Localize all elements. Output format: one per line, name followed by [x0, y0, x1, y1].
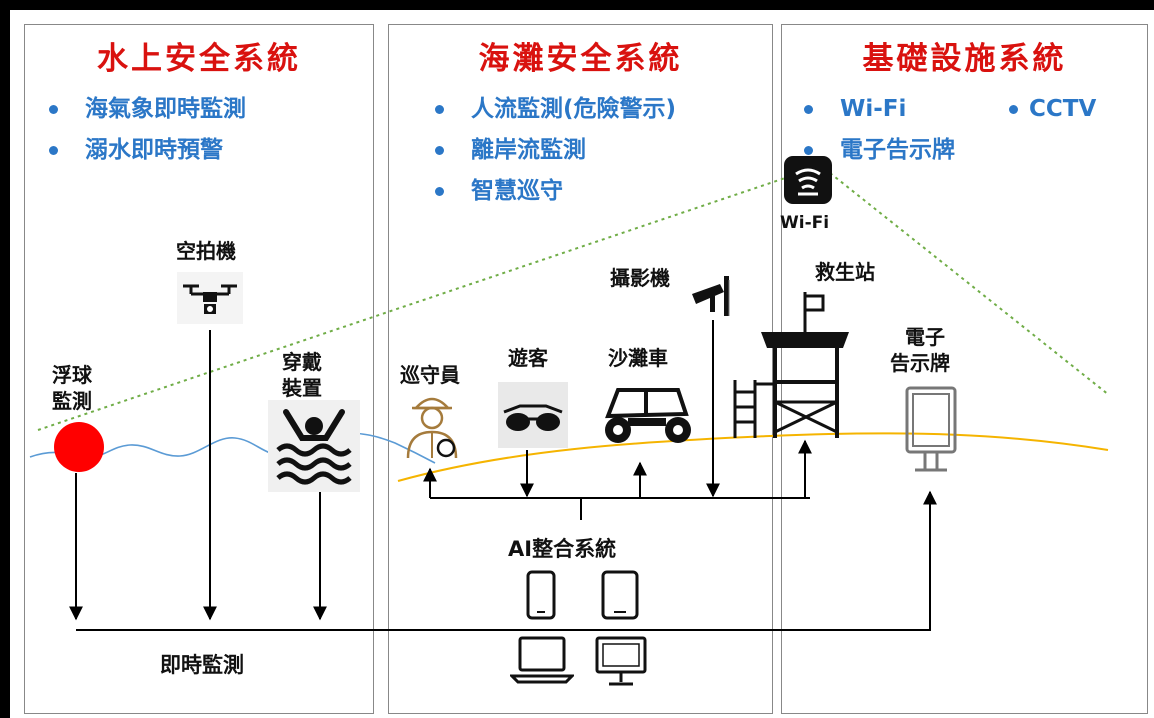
feature-item: CCTV	[1007, 89, 1096, 130]
drone-label: 空拍機	[176, 239, 236, 263]
ai-system-label: AI整合系統	[508, 537, 617, 561]
feature-item: Wi-Fi	[802, 89, 955, 130]
lifeguard-station-label: 救生站	[815, 260, 875, 284]
drone-icon	[177, 272, 243, 324]
buoy-label-line1: 浮球	[52, 363, 92, 387]
digital-signboard-icon	[905, 386, 957, 472]
beach-safety-features: 人流監測(危險警示) 離岸流監測 智慧巡守	[433, 89, 676, 212]
sunglasses-icon	[498, 382, 568, 448]
patrol-label: 巡守員	[400, 363, 460, 387]
wearable-label-line1: 穿戴	[282, 350, 322, 374]
sign-label-line2: 告示牌	[890, 351, 950, 375]
patrol-officer-icon	[406, 397, 458, 459]
sign-label-line1: 電子	[905, 325, 945, 349]
feature-item: 離岸流監測	[433, 130, 676, 171]
beach-safety-title: 海灘安全系統	[478, 41, 683, 77]
infrastructure-panel: 基礎設施系統 Wi-Fi 電子告示牌 CCTV	[781, 24, 1148, 714]
cctv-camera-icon	[692, 276, 730, 316]
water-safety-features: 海氣象即時監測 溺水即時預警	[47, 89, 246, 171]
beach-safety-panel: 海灘安全系統 人流監測(危險警示) 離岸流監測 智慧巡守	[388, 24, 773, 714]
beach-car-label: 沙灘車	[608, 346, 668, 370]
swimmer-icon	[268, 400, 360, 492]
buoy-label-line2: 監測	[52, 389, 92, 413]
water-safety-panel: 水上安全系統 海氣象即時監測 溺水即時預警	[24, 24, 374, 714]
feature-item: 海氣象即時監測	[47, 89, 246, 130]
feature-item: 智慧巡守	[433, 171, 676, 212]
sand-line	[397, 432, 1109, 482]
infrastructure-side-feature: CCTV	[1007, 89, 1096, 130]
feature-item: 電子告示牌	[802, 130, 955, 171]
buoy-icon	[54, 422, 104, 472]
wifi-coverage-line-left	[37, 172, 801, 431]
tablet-icon	[601, 570, 639, 620]
connection-lines	[29, 172, 1110, 631]
infrastructure-title: 基礎設施系統	[862, 41, 1067, 77]
realtime-monitoring-label: 即時監測	[160, 653, 244, 677]
wifi-label: Wi-Fi	[780, 213, 830, 233]
laptop-icon	[510, 636, 574, 684]
feature-item: 溺水即時預警	[47, 130, 246, 171]
wearable-label-line2: 裝置	[282, 376, 322, 400]
smartphone-icon	[526, 570, 556, 620]
feature-item: 人流監測(危險警示)	[433, 89, 676, 130]
camera-label: 攝影機	[610, 266, 670, 290]
wifi-icon	[784, 156, 832, 204]
infrastructure-features: Wi-Fi 電子告示牌	[802, 89, 955, 171]
lifeguard-tower-icon	[733, 292, 849, 438]
beach-buggy-icon	[605, 388, 691, 443]
diagram-canvas: 水上安全系統 海氣象即時監測 溺水即時預警 海灘安全系統 人流監測(危險警示) …	[10, 10, 1154, 718]
desktop-monitor-icon	[595, 636, 647, 686]
visitor-label: 遊客	[508, 346, 548, 370]
realtime-bus-line	[76, 490, 937, 631]
water-safety-title: 水上安全系統	[97, 41, 301, 77]
